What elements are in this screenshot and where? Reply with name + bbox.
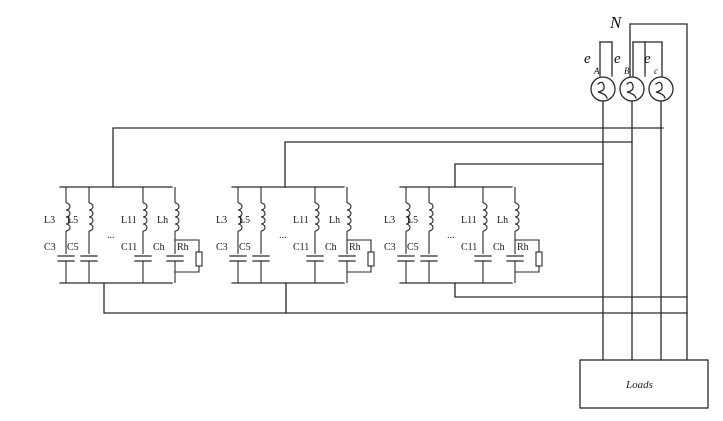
- branch-ellipsis: ...: [279, 230, 287, 241]
- capacitor-label: C5: [407, 242, 419, 253]
- source-a-symbol: [590, 76, 616, 102]
- neutral-conductor: [629, 23, 688, 361]
- source-b-symbol-label: e: [614, 51, 621, 67]
- source-c-symbol-label: e: [644, 51, 651, 67]
- inductor-label: L5: [67, 215, 78, 226]
- capacitor-label: Ch: [153, 242, 165, 253]
- capacitor-label: C3: [44, 242, 56, 253]
- filter-banks: L3C3L5C5L11C11LhCh...RhL3C3L5C5L11C11LhC…: [44, 186, 543, 284]
- source-labels: e A e B e c: [584, 51, 658, 76]
- inductor-label: Lh: [157, 215, 168, 226]
- branch-ellipsis: ...: [447, 230, 455, 241]
- capacitor-label: Ch: [493, 242, 505, 253]
- source-c-symbol: [648, 76, 674, 102]
- capacitor-label: C11: [293, 242, 309, 253]
- inductor-label: L3: [44, 215, 55, 226]
- inductor-label: L3: [384, 215, 395, 226]
- capacitor-label: C3: [384, 242, 396, 253]
- damping-resistor: Rh: [175, 239, 203, 273]
- capacitor-label: C5: [67, 242, 79, 253]
- inductor-label: Lh: [497, 215, 508, 226]
- inductor-label: L11: [293, 215, 309, 226]
- neutral-returns: [103, 282, 688, 314]
- sources: [590, 41, 674, 102]
- resistor-label: Rh: [517, 242, 529, 253]
- capacitor-label: C3: [216, 242, 228, 253]
- inductor-label: L5: [239, 215, 250, 226]
- source-a-subscript: A: [593, 66, 600, 76]
- source-a-symbol-label: e: [584, 51, 591, 67]
- capacitor-label: C11: [121, 242, 137, 253]
- damping-resistor: Rh: [515, 239, 543, 273]
- loads-block: Loads: [579, 359, 709, 409]
- source-c-subscript: c: [654, 66, 658, 76]
- capacitor-label: C11: [461, 242, 477, 253]
- inductor-label: L11: [121, 215, 137, 226]
- loads-label: Loads: [625, 379, 653, 391]
- phase-taps: [112, 127, 664, 188]
- resistor-label: Rh: [349, 242, 361, 253]
- inductor-label: Lh: [329, 215, 340, 226]
- source-b-symbol: [619, 76, 645, 102]
- capacitor-label: C5: [239, 242, 251, 253]
- resistor-label: Rh: [177, 242, 189, 253]
- capacitor-label: Ch: [325, 242, 337, 253]
- phase-conductors: [602, 100, 662, 361]
- inductor-label: L11: [461, 215, 477, 226]
- source-b-subscript: B: [624, 66, 630, 76]
- neutral-label: N: [609, 13, 623, 32]
- inductor-label: L3: [216, 215, 227, 226]
- damping-resistor: Rh: [347, 239, 375, 273]
- branch-ellipsis: ...: [107, 230, 115, 241]
- inductor-label: L5: [407, 215, 418, 226]
